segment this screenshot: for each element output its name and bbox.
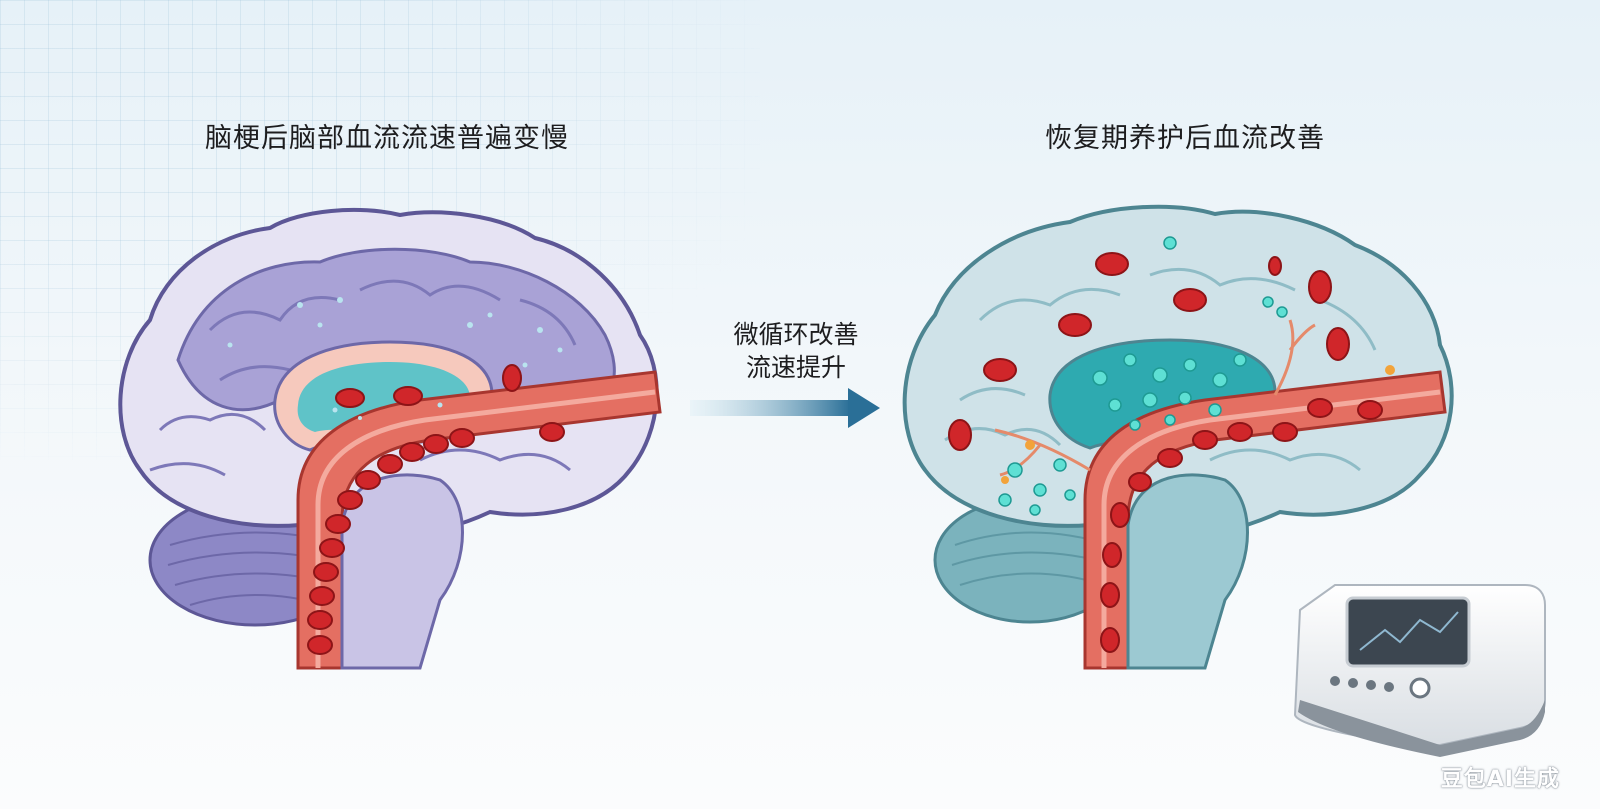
left-brainstem xyxy=(340,473,464,670)
transition-arrow xyxy=(690,388,880,428)
right-brainstem xyxy=(1126,473,1249,670)
arrow-label-line2: 流速提升 xyxy=(745,353,846,382)
right-panel-title: 恢复期养护后血流改善 xyxy=(1045,123,1325,154)
left-vessel-highlight xyxy=(315,389,656,668)
therapy-device xyxy=(1293,584,1546,757)
left-blood-vessel xyxy=(296,370,662,670)
right-vessel-highlight xyxy=(1101,389,1441,668)
right-brain xyxy=(902,204,1454,670)
right-orange-particles xyxy=(1001,365,1395,484)
right-cyan-particles xyxy=(998,236,1288,516)
left-red-cells xyxy=(307,364,565,655)
arrow-label: 微循环改善 流速提升 xyxy=(716,318,876,384)
device-buttons xyxy=(1330,676,1394,692)
left-panel-title: 脑梗后脑部血流流速普遍变慢 xyxy=(205,123,569,154)
right-red-cells xyxy=(948,252,1383,653)
left-brain xyxy=(118,207,662,670)
left-particles xyxy=(227,297,563,420)
arrow-label-line1: 微循环改善 xyxy=(733,320,859,349)
device-power-knob xyxy=(1409,677,1431,699)
watermark: 豆包AI生成 xyxy=(1440,767,1560,792)
device-screen-graph xyxy=(1359,611,1459,651)
device-base xyxy=(1298,700,1545,757)
